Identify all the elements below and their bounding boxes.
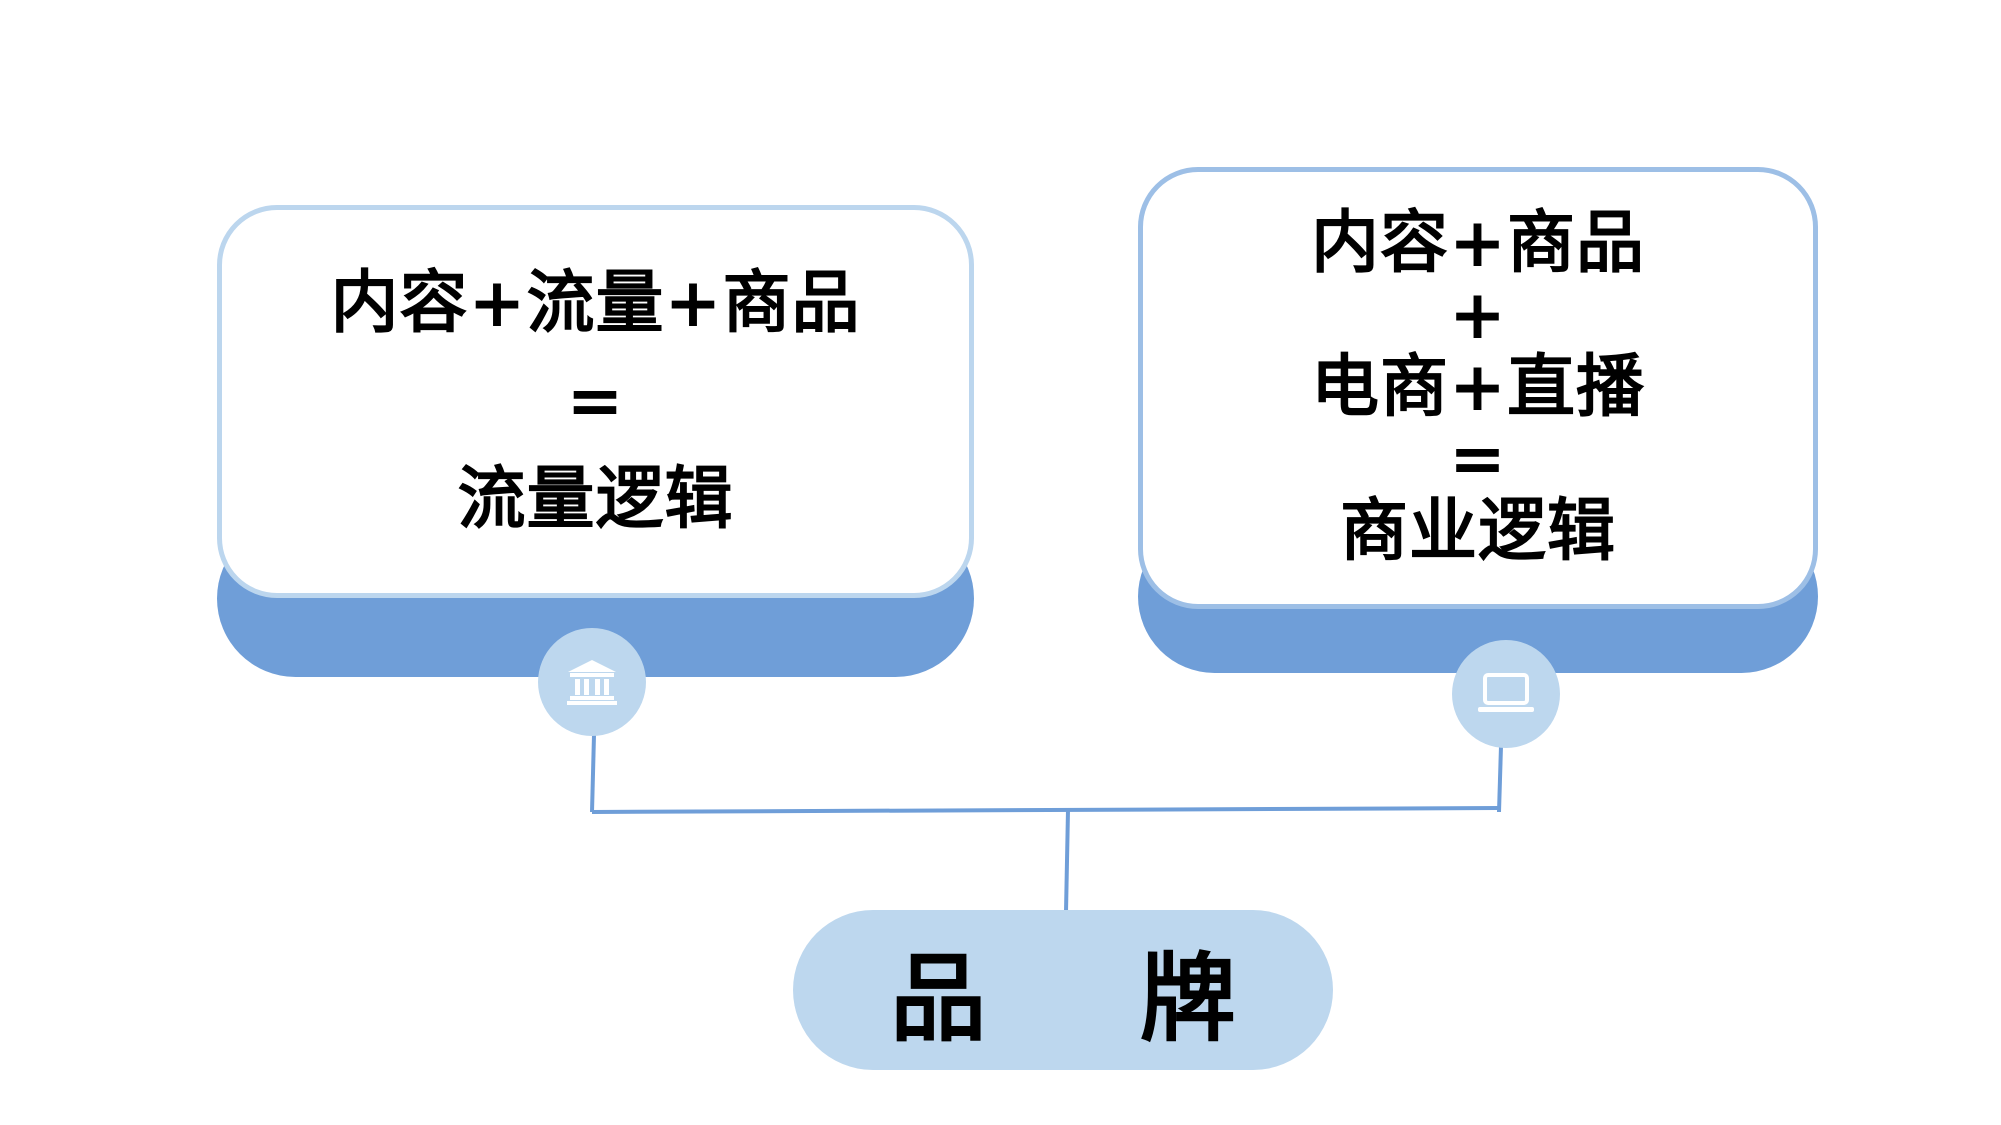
right-connector: [1497, 745, 1503, 813]
laptop-icon: [1478, 673, 1534, 712]
left-connector: [590, 734, 596, 813]
right-card-line-5: 商业逻辑: [1339, 492, 1616, 571]
right-card-line-1: 内容+商品: [1311, 204, 1645, 283]
left-card-line-1: 内容+流量+商品: [330, 263, 861, 343]
brand-node: 品 牌: [793, 910, 1333, 1070]
right-card-line-4: =: [1449, 420, 1507, 499]
bank-icon: [567, 660, 617, 705]
laptop-icon-circle: [1452, 640, 1560, 748]
right-card-line-2: +: [1449, 276, 1507, 355]
right-card-line-3: 电商+直播: [1311, 348, 1645, 427]
horizontal-connector: [591, 806, 1500, 814]
left-card-line-3: 流量逻辑: [457, 459, 734, 539]
left-card-line-2: =: [566, 361, 625, 441]
brand-connector: [1064, 809, 1070, 913]
right-card: 内容+商品 + 电商+直播 = 商业逻辑: [1138, 167, 1818, 609]
bank-icon-circle: [538, 628, 646, 736]
left-card: 内容+流量+商品 = 流量逻辑: [217, 205, 974, 598]
